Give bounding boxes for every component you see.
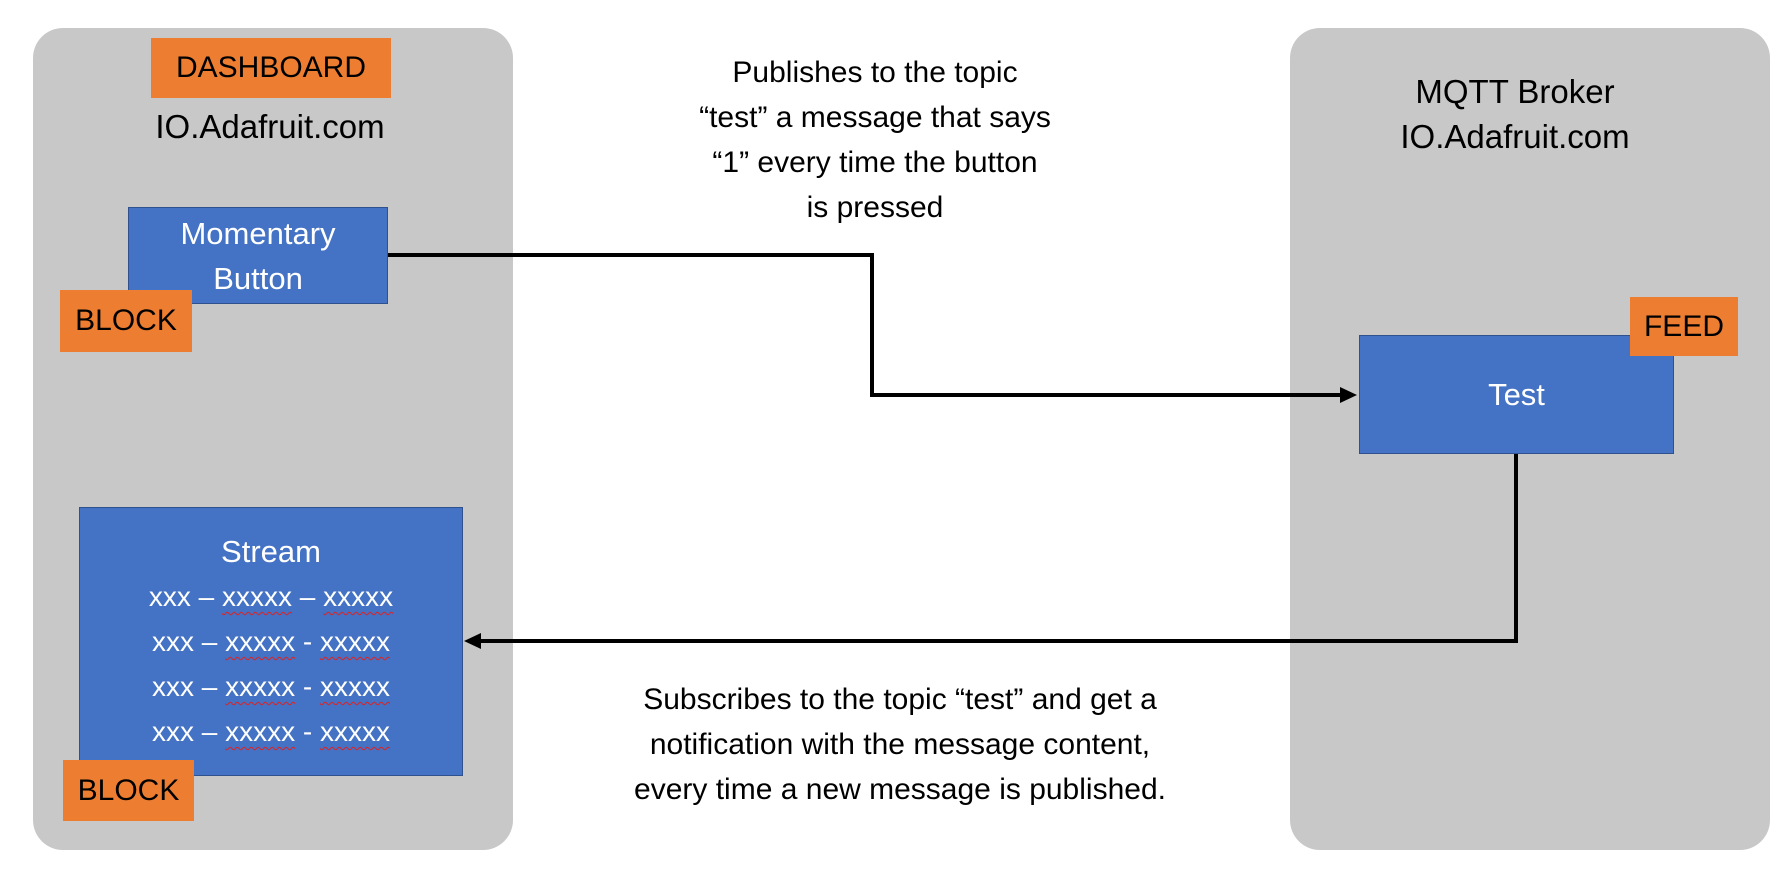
stream-value: xxx xyxy=(151,716,194,747)
stream-separator: – xyxy=(190,581,222,612)
momentary-button-label-line1: Momentary xyxy=(180,215,336,251)
stream-value: xxxxx xyxy=(323,581,394,612)
subscribe-note-line: Subscribes to the topic “test” and get a xyxy=(643,683,1157,716)
stream-value: xxx xyxy=(151,626,194,657)
stream-value: xxxxx xyxy=(225,716,296,747)
subscribe-note: Subscribes to the topic “test” and get a… xyxy=(570,677,1230,812)
stream-line: xxx – xxxxx – xxxxx xyxy=(149,574,393,619)
stream-separator: - xyxy=(295,716,321,747)
dashboard-host: IO.Adafruit.com xyxy=(155,108,385,145)
subscribe-note-line: every time a new message is published. xyxy=(634,773,1166,806)
stream-value: xxxxx xyxy=(225,626,296,657)
stream-separator: – xyxy=(193,671,226,702)
stream-line: xxx – xxxxx - xxxxx xyxy=(152,664,390,709)
stream-block-tag: BLOCK xyxy=(63,760,194,821)
stream-value: xxxxx xyxy=(222,581,292,612)
stream-value: xxxxx xyxy=(320,716,391,747)
momentary-button-block: Momentary Button xyxy=(128,207,388,304)
publish-note-line: “test” a message that says xyxy=(699,101,1051,134)
feed-tag: FEED xyxy=(1630,297,1738,356)
publish-note-line: Publishes to the topic xyxy=(732,56,1018,89)
stream-separator: - xyxy=(295,626,321,657)
subscribe-note-line: notification with the message content, xyxy=(649,728,1151,761)
momentary-block-tag: BLOCK xyxy=(60,290,192,352)
stream-value: xxx xyxy=(151,671,194,702)
subscribe-arrowhead xyxy=(464,633,481,649)
publish-note-line: is pressed xyxy=(806,191,944,224)
feed-label: Test xyxy=(1488,377,1545,412)
stream-separator: – xyxy=(292,581,324,612)
feed-test-box: Test xyxy=(1359,335,1674,454)
stream-title: Stream xyxy=(221,534,321,569)
stream-value: xxxxx xyxy=(320,671,391,702)
publish-note: Publishes to the topic “test” a message … xyxy=(625,50,1125,230)
stream-value: xxxxx xyxy=(320,626,391,657)
dashboard-tag: DASHBOARD xyxy=(151,38,391,98)
stream-value: xxx xyxy=(148,581,191,612)
stream-line: xxx – xxxxx - xxxxx xyxy=(152,709,390,754)
publish-arrowhead xyxy=(1340,387,1357,403)
stream-block: Stream xxx – xxxxx – xxxxx xxx – xxxxx -… xyxy=(79,507,463,776)
broker-host: IO.Adafruit.com xyxy=(1400,118,1630,155)
broker-title: MQTT Broker xyxy=(1415,73,1615,110)
stream-value: xxxxx xyxy=(225,671,296,702)
publish-arrow xyxy=(388,253,1344,397)
stream-separator: – xyxy=(193,716,226,747)
subscribe-arrow xyxy=(478,454,1518,643)
stream-separator: - xyxy=(295,671,321,702)
publish-note-line: “1” every time the button xyxy=(712,146,1038,179)
stream-separator: – xyxy=(193,626,226,657)
momentary-button-label-line2: Button xyxy=(213,260,303,296)
stream-line: xxx – xxxxx - xxxxx xyxy=(152,619,390,664)
